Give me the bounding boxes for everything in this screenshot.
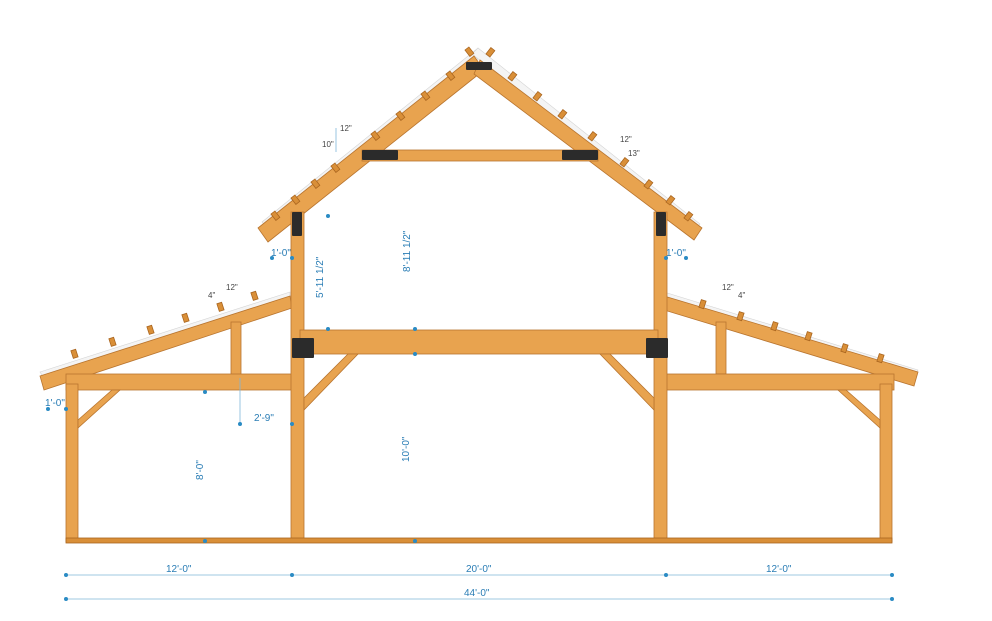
- right-main-knee-brace: [599, 353, 655, 411]
- left-main-knee-brace: [303, 353, 359, 411]
- right-main-post: [653, 211, 668, 543]
- shed-tie-drop-label: 2'-9": [254, 413, 274, 424]
- dimension-points: [46, 214, 894, 601]
- left-shed-tie-beam: [65, 373, 293, 391]
- shed-right-pitch-run: 12": [722, 283, 734, 292]
- dimension-lines: [66, 128, 892, 600]
- left-shed-purlins: [70, 290, 259, 359]
- right-shed-purlins: [698, 299, 885, 364]
- center-wall-height-label: 10'-0": [401, 436, 412, 462]
- left-main-post: [290, 211, 305, 543]
- main-right-pitch-run: 12": [620, 135, 632, 144]
- steel-brackets: [292, 62, 668, 358]
- right-bay-width-label: 12'-0": [766, 564, 792, 575]
- right-shed-knee-brace: [836, 389, 881, 429]
- main-left-pitch-rise: 10": [322, 140, 334, 149]
- sill-beam: [65, 537, 893, 544]
- left-rafter-purlins: [270, 46, 475, 221]
- main-left-pitch-run: 12": [340, 124, 352, 133]
- shed-left-pitch-run: 12": [226, 283, 238, 292]
- shed-left-pitch-rise: 4": [208, 291, 215, 300]
- right-shed-strut: [715, 321, 727, 375]
- left-shed-post: [65, 383, 79, 543]
- left-bay-width-label: 12'-0": [166, 564, 192, 575]
- right-main-overhang-label: 1'-0": [666, 248, 686, 259]
- main-tie-beam: [299, 329, 659, 355]
- main-right-pitch-rise: 13": [628, 149, 640, 158]
- left-shed-strut: [230, 321, 242, 377]
- right-rafter-purlins: [485, 47, 694, 222]
- center-bay-width-label: 20'-0": [466, 564, 492, 575]
- left-shed-knee-brace: [77, 389, 122, 429]
- right-shed-post: [879, 383, 893, 543]
- upper-loft-height-label: 8'-11 1/2": [402, 230, 413, 272]
- shed-right-pitch-rise: 4": [738, 291, 745, 300]
- overall-width-label: 44'-0": [464, 588, 490, 599]
- shed-wall-height-label: 8'-0": [195, 460, 206, 480]
- left-shed-overhang-label: 1'-0": [45, 398, 65, 409]
- upper-wall-height-label: 5'-11 1/2": [315, 256, 326, 298]
- left-main-overhang-label: 1'-0": [271, 248, 291, 259]
- right-shed-tie-beam: [663, 373, 895, 391]
- roof-sheathing: [39, 47, 919, 379]
